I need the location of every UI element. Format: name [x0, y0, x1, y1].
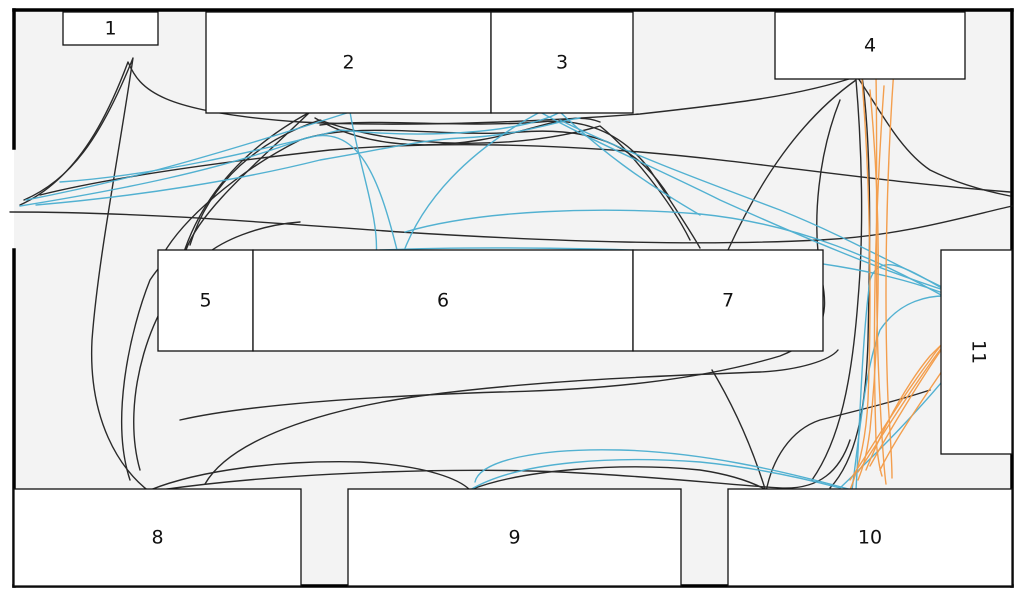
room-4: 4: [774, 11, 966, 80]
room-2-label: 2: [342, 52, 354, 74]
room-4-label: 4: [864, 35, 876, 57]
room-3-label: 3: [556, 52, 568, 74]
room-1: 1: [62, 11, 159, 46]
room-1-label: 1: [104, 18, 116, 40]
room-7-label: 7: [722, 290, 734, 312]
room-11: 11: [940, 249, 1013, 455]
room-5-label: 5: [199, 290, 211, 312]
room-10-label: 10: [858, 527, 882, 549]
room-8-label: 8: [151, 527, 163, 549]
room-8: 8: [13, 488, 302, 587]
room-7: 7: [632, 249, 824, 352]
room-5: 5: [157, 249, 254, 352]
room-11-label: 11: [968, 340, 990, 364]
room-9-label: 9: [508, 527, 520, 549]
room-10: 10: [727, 488, 1013, 587]
room-2: 2: [205, 11, 492, 114]
room-6-label: 6: [437, 290, 449, 312]
room-3: 3: [490, 11, 634, 114]
room-9: 9: [347, 488, 682, 587]
room-6: 6: [252, 249, 634, 352]
